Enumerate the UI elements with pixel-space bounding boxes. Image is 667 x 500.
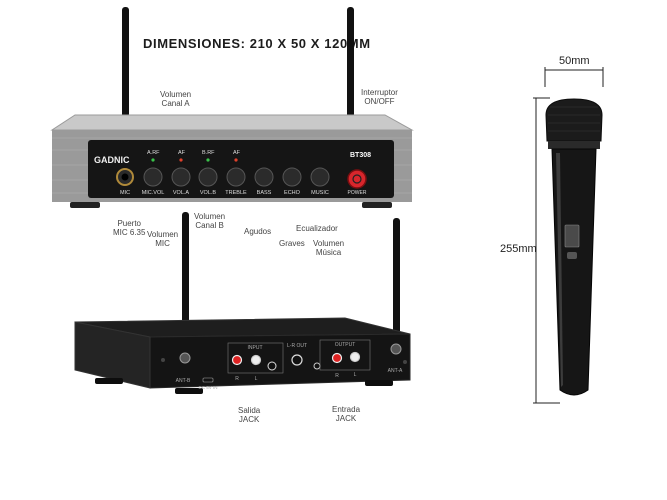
- lr-out-jack: [291, 354, 303, 366]
- ant-a-label: ANT-A: [388, 368, 403, 374]
- knob-label-treble: TREBLE: [225, 190, 247, 196]
- input-label: INPUT: [248, 345, 263, 351]
- dc-port: [202, 377, 214, 383]
- power-button: [347, 169, 367, 189]
- label-bass: Graves: [279, 239, 305, 248]
- led-a-af: [179, 158, 183, 162]
- mic-grille: [545, 98, 603, 142]
- led-label-af-2: AF: [233, 150, 241, 156]
- knob-mic-vol: [143, 167, 163, 187]
- receiver-back-image: ANT-B ANT-A INPUT R L L-R OUT OUTPUT R L…: [74, 212, 411, 394]
- antenna-left: [122, 7, 129, 117]
- led-b-rf: [206, 158, 210, 162]
- mic-height-label: 255mm: [500, 243, 537, 255]
- power-label: POWER: [348, 190, 367, 196]
- output-r-jack: [331, 352, 343, 364]
- mic-display: [564, 224, 580, 248]
- mic-body: [551, 148, 597, 396]
- input-l-jack: [250, 354, 262, 366]
- mic-switch: [567, 252, 577, 259]
- knob-vol-b: [198, 167, 218, 187]
- led-label-arf: A.RF: [147, 150, 160, 156]
- knob-label-bass: BASS: [257, 190, 272, 196]
- led-b-af: [234, 158, 238, 162]
- model-label: BT308: [350, 152, 371, 159]
- input-l-label: L: [255, 376, 258, 382]
- output-l-jack: [349, 351, 361, 363]
- input-r-label: R: [235, 376, 239, 382]
- dimensions-title: DIMENSIONES: 210 X 50 X 120MM: [143, 36, 371, 51]
- label-treble: Agudos: [244, 227, 272, 236]
- label-equalizer: Ecualizador: [296, 224, 338, 233]
- mic-width-label: 50mm: [559, 55, 590, 67]
- output-label: OUTPUT: [335, 342, 356, 348]
- led-label-af: AF: [178, 150, 186, 156]
- case-top: [50, 114, 414, 131]
- knob-label-vol-a: VOL.A: [173, 190, 190, 196]
- knob-treble: [226, 167, 246, 187]
- antenna-right: [347, 7, 354, 117]
- antenna-back-right: [393, 218, 400, 350]
- dc-label: DC 5V IN: [198, 385, 217, 390]
- knob-label-echo: ECHO: [284, 190, 301, 196]
- lr-out-label: L-R OUT: [287, 343, 307, 349]
- knob-label-vol-b: VOL.B: [200, 190, 217, 196]
- led-label-brf: B.RF: [202, 150, 215, 156]
- microphone-image: [533, 67, 604, 404]
- knob-label-mic-vol: MIC.VOL: [142, 190, 165, 196]
- knob-label-mic: MIC: [120, 190, 130, 196]
- antenna-back-left: [182, 212, 189, 352]
- knob-vol-a: [171, 167, 191, 187]
- knob-music: [310, 167, 330, 187]
- led-a-rf: [151, 158, 155, 162]
- knob-bass: [254, 167, 274, 187]
- brand-logo: GADNIC: [94, 155, 130, 165]
- knob-echo: [282, 167, 302, 187]
- knob-label-music: MUSIC: [311, 190, 329, 196]
- ant-b-label: ANT-B: [176, 378, 191, 384]
- output-r-label: R: [335, 373, 339, 379]
- input-r-jack: [231, 354, 243, 366]
- receiver-front-image: GADNIC BT308 A.RF AF B.RF AF MIC MIC.VOL…: [50, 7, 414, 208]
- output-l-label: L: [354, 372, 357, 378]
